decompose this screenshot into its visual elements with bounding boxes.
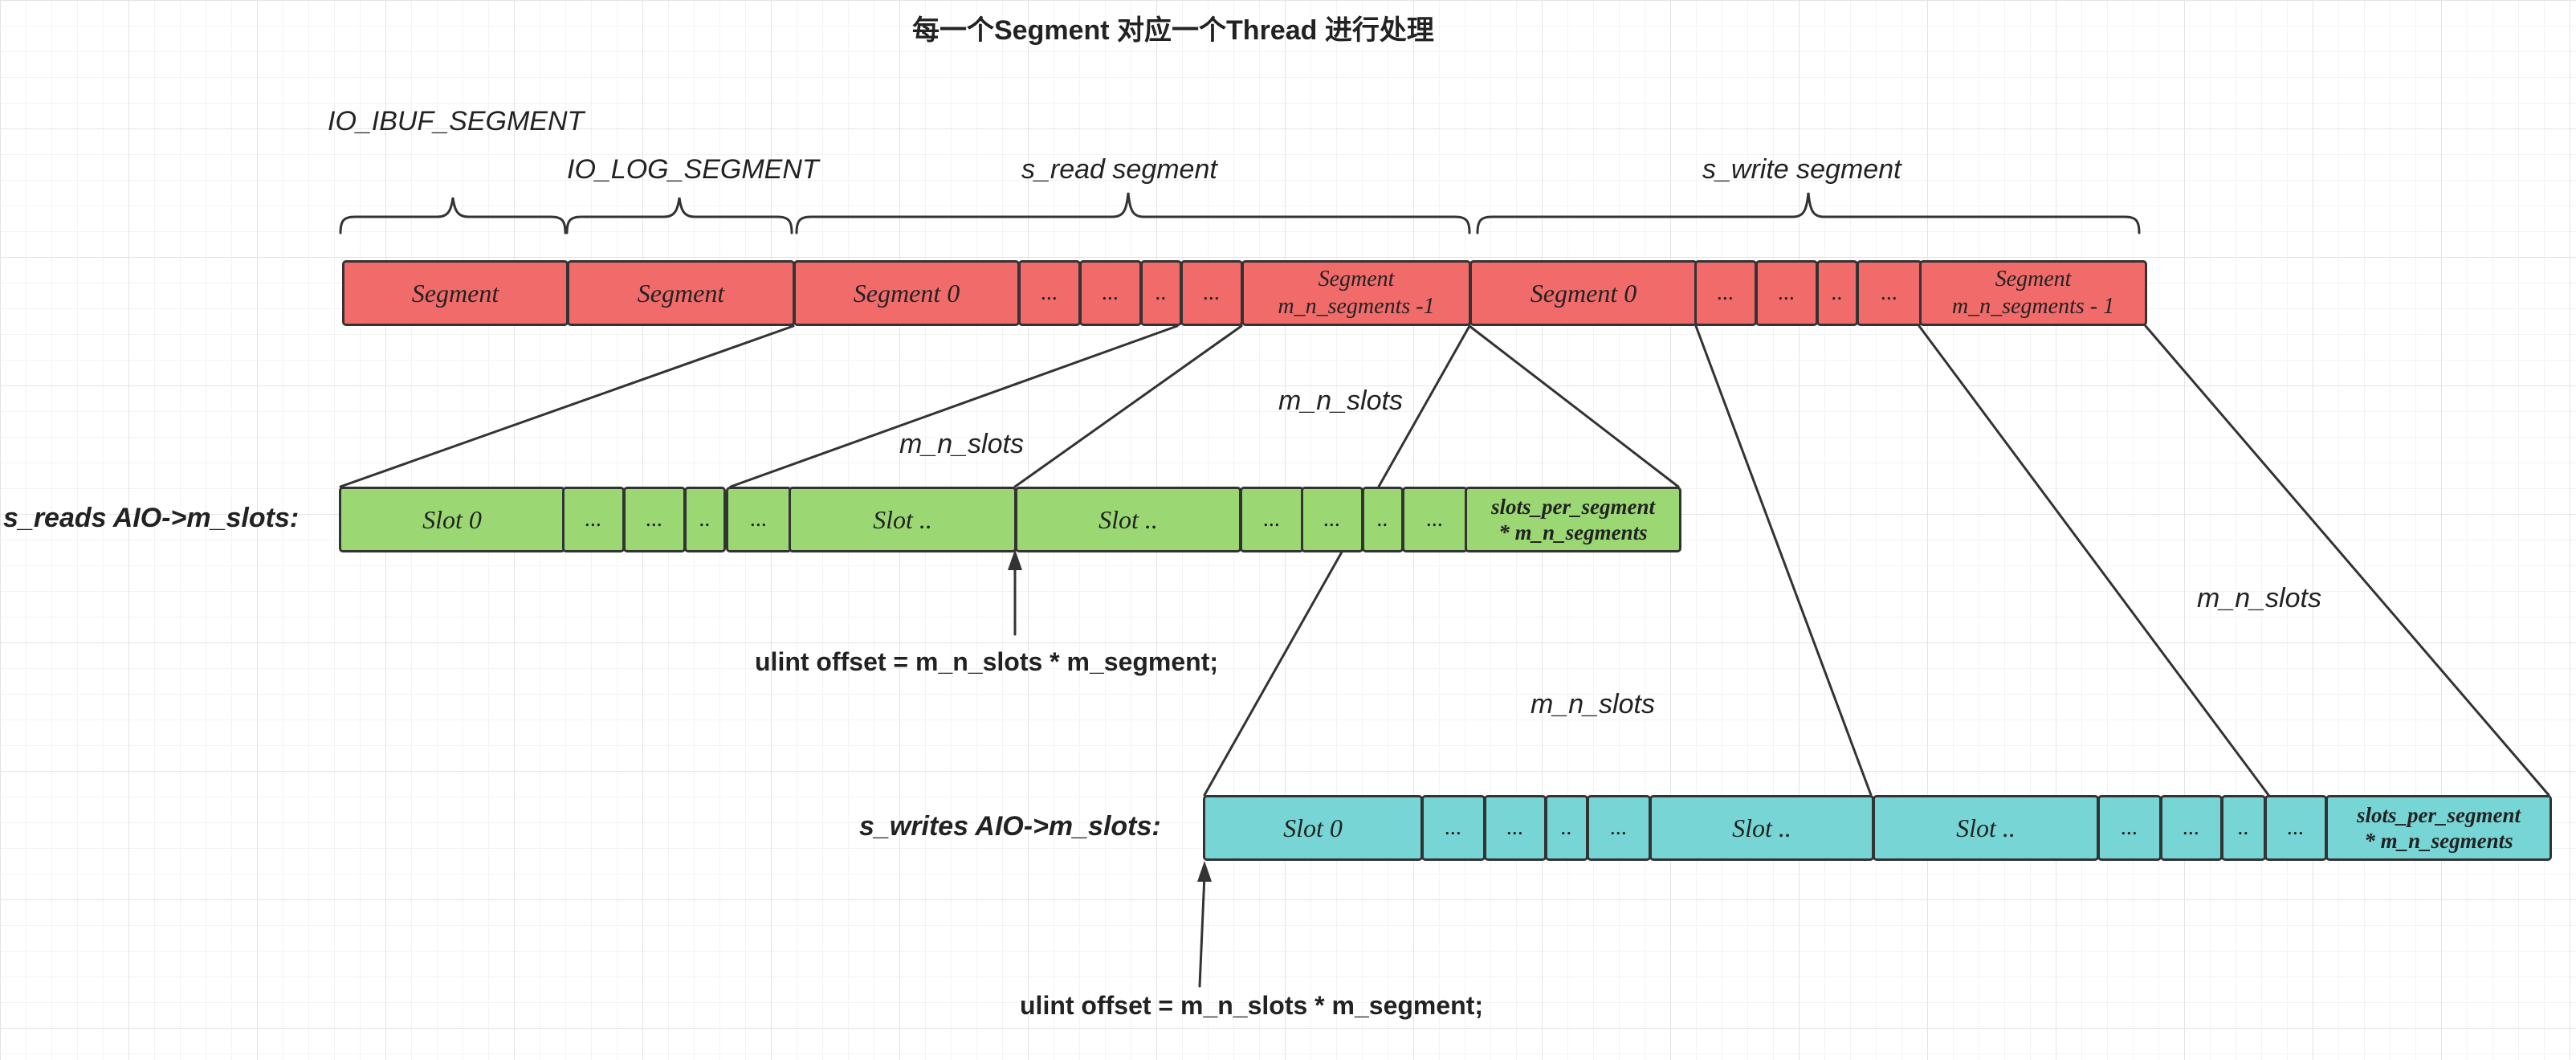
read-segment-last: Segment m_n_segments -1 bbox=[1241, 260, 1471, 326]
read-slot-mid: Slot .. bbox=[789, 487, 1017, 552]
slot-count-factor: * m_n_segments bbox=[1498, 520, 1648, 544]
write-segment-dots: ... bbox=[1694, 260, 1757, 326]
link-write-last-left bbox=[1918, 324, 2270, 797]
write-slot-dots: ... bbox=[1421, 795, 1486, 861]
brace-read bbox=[795, 192, 1471, 234]
label-m-n-slots: m_n_slots bbox=[2197, 583, 2321, 614]
read-slot-last: slots_per_segment * m_n_segments bbox=[1465, 487, 1681, 552]
label-read-segment: s_read segment bbox=[1021, 154, 1217, 185]
read-slot-dots: ... bbox=[1402, 487, 1468, 552]
read-slot-dots: ... bbox=[726, 487, 792, 552]
write-offset-formula: ulint offset = m_n_slots * m_segment; bbox=[1020, 991, 1484, 1020]
link-write-seg0-left bbox=[1203, 324, 1471, 797]
write-segment-dots: ... bbox=[1755, 260, 1818, 326]
segment-log: Segment bbox=[567, 260, 795, 326]
write-segment-0: Segment 0 bbox=[1469, 260, 1698, 326]
label-log-segment: IO_LOG_SEGMENT bbox=[567, 154, 819, 185]
read-segment-0: Segment 0 bbox=[793, 260, 1020, 326]
write-slot-dots: ... bbox=[1484, 795, 1547, 861]
arrow-write-offset-shaft bbox=[1198, 874, 1206, 988]
write-slot-dots: .. bbox=[1545, 795, 1588, 861]
label-write-segment: s_write segment bbox=[1702, 154, 1901, 185]
link-read-last-left bbox=[1013, 324, 1243, 488]
read-slot-0: Slot 0 bbox=[339, 487, 565, 552]
page-title: 每一个Segment 对应一个Thread 进行处理 bbox=[912, 15, 1434, 46]
arrow-write-offset-head bbox=[1197, 861, 1212, 882]
write-slot-dots: ... bbox=[2097, 795, 2162, 861]
read-slot-dots: ... bbox=[562, 487, 625, 552]
write-slot-dots: .. bbox=[2221, 795, 2266, 861]
link-read-seg0-left bbox=[339, 324, 795, 488]
read-segment-dots: ... bbox=[1180, 260, 1243, 326]
write-slot-dots: ... bbox=[2160, 795, 2223, 861]
reads-slots-label: s_reads AIO->m_slots: bbox=[3, 503, 300, 533]
read-slot-dots: ... bbox=[1301, 487, 1363, 552]
write-slot-dots: ... bbox=[2264, 795, 2327, 861]
brace-ibuf bbox=[339, 197, 567, 234]
read-slot-dots: .. bbox=[684, 487, 726, 552]
writes-slots-label: s_writes AIO->m_slots: bbox=[859, 811, 1161, 842]
write-segment-dots: ... bbox=[1857, 260, 1922, 326]
slot-count-factor: * m_n_segments bbox=[2364, 829, 2513, 853]
read-segment-dots: ... bbox=[1018, 260, 1081, 326]
write-slot-0: Slot 0 bbox=[1203, 795, 1423, 861]
brace-log bbox=[565, 197, 793, 234]
label-m-n-slots: m_n_slots bbox=[899, 429, 1024, 459]
read-segment-dots: ... bbox=[1079, 260, 1142, 326]
write-segment-last: Segment m_n_segments - 1 bbox=[1919, 260, 2147, 326]
link-read-seg0-right bbox=[729, 324, 1179, 488]
arrow-read-offset-head bbox=[1008, 549, 1022, 570]
read-slot-dots: ... bbox=[1240, 487, 1304, 552]
read-slot-dots: .. bbox=[1362, 487, 1404, 552]
write-slot-mid: Slot .. bbox=[1649, 795, 1874, 861]
label-m-n-slots: m_n_slots bbox=[1278, 385, 1403, 416]
read-offset-formula: ulint offset = m_n_slots * m_segment; bbox=[755, 647, 1219, 676]
write-slot-mid: Slot .. bbox=[1873, 795, 2099, 861]
segment-ibuf: Segment bbox=[342, 260, 569, 326]
label-ibuf-segment: IO_IBUF_SEGMENT bbox=[328, 106, 585, 137]
write-slot-last: slots_per_segment * m_n_segments bbox=[2325, 795, 2552, 861]
read-slot-mid: Slot .. bbox=[1015, 487, 1241, 552]
link-write-last-right bbox=[2144, 324, 2550, 797]
segment-label: Segment bbox=[1318, 267, 1395, 292]
slot-count-label: slots_per_segment bbox=[1490, 494, 1655, 519]
write-slot-dots: ... bbox=[1587, 795, 1651, 861]
slot-count-label: slots_per_segment bbox=[2356, 802, 2521, 827]
read-segment-dots: .. bbox=[1140, 260, 1182, 326]
segment-index-label: m_n_segments -1 bbox=[1278, 294, 1435, 319]
segment-label: Segment bbox=[1995, 267, 2072, 292]
segment-index-label: m_n_segments - 1 bbox=[1951, 294, 2115, 319]
read-slot-dots: ... bbox=[623, 487, 686, 552]
brace-write bbox=[1476, 192, 2141, 234]
label-m-n-slots: m_n_slots bbox=[1531, 689, 1655, 720]
link-write-seg0-right bbox=[1694, 324, 1873, 797]
link-read-last-right bbox=[1468, 324, 1680, 488]
write-segment-dots: .. bbox=[1816, 260, 1858, 326]
